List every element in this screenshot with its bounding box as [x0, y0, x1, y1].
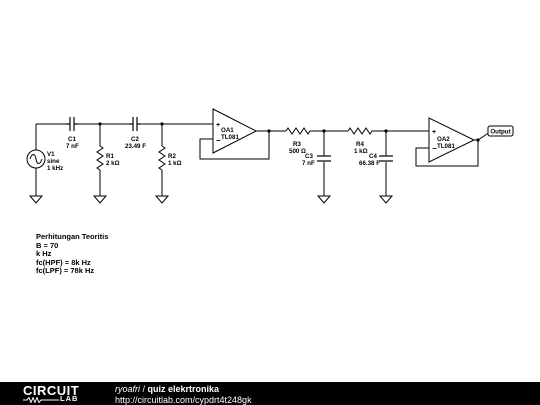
r3-value: 500 Ω [289, 148, 306, 155]
c2-name: C2 [131, 136, 139, 143]
v1-type: sine [47, 158, 60, 165]
footer-bar: CIRCUIT LAB ryoafri / quiz elekrtronika … [0, 382, 540, 405]
circuitlab-logo[interactable]: CIRCUIT [23, 383, 80, 398]
junction-dot [322, 129, 326, 133]
author-name[interactable]: ryoafri [115, 384, 141, 394]
circuit-title[interactable]: quiz elekrtronika [147, 384, 220, 394]
c3-value: 7 nF [302, 160, 315, 167]
r2-value: 1 kΩ [168, 160, 182, 167]
svg-text:+: + [432, 129, 436, 136]
ground-icon [316, 195, 332, 204]
opamp-oa2[interactable]: + − [428, 117, 476, 163]
circuit-url[interactable]: http://circuitlab.com/cypdrt4t248gk [115, 395, 252, 405]
r4-value: 1 kΩ [354, 148, 368, 155]
svg-text:−: − [432, 144, 437, 153]
r4-name: R4 [356, 141, 364, 148]
r1-value: 2 kΩ [106, 160, 120, 167]
ground-icon [154, 195, 170, 204]
c1-name: C1 [68, 136, 76, 143]
wire-oa1-feedback [199, 131, 270, 160]
resistor-r2[interactable] [158, 145, 166, 171]
notes-line: fc(HPF) = 8k Hz [36, 257, 91, 267]
r3-name: R3 [293, 141, 301, 148]
junction-dot [384, 129, 388, 133]
capacitor-c4[interactable] [379, 155, 393, 162]
author-title: ryoafri / quiz elekrtronika [115, 384, 219, 394]
r2-name: R2 [168, 153, 176, 160]
c4-name: C4 [369, 153, 377, 160]
oa1-model: TL081 [221, 134, 239, 141]
notes-line: fc(LPF) = 78k Hz [36, 266, 95, 276]
schematic-canvas: + − + − Output C1 7 nF C2 23.49 F R1 2 k… [26, 108, 514, 204]
junction-dot [98, 122, 102, 126]
resistor-r1[interactable] [96, 145, 104, 171]
notes-line: B = 70 [36, 240, 59, 250]
notes-title: Perhitungan Teoritis [36, 232, 109, 241]
junction-dot [267, 129, 271, 133]
oa1-name: OA1 [221, 127, 234, 134]
svg-text:−: − [216, 136, 221, 145]
c3-name: C3 [305, 153, 313, 160]
v1-name: V1 [47, 151, 55, 158]
capacitor-c1[interactable] [66, 117, 78, 131]
notes-line: k Hz [36, 249, 52, 259]
wire-oa2-feedback [415, 140, 479, 167]
output-label[interactable]: Output [487, 125, 514, 137]
junction-dot [476, 138, 480, 142]
calculation-notes: Perhitungan Teoritis B = 70 k Hz fc(HPF)… [36, 232, 109, 276]
capacitor-c3[interactable] [317, 155, 331, 162]
oa2-name: OA2 [437, 136, 450, 143]
ground-icon [92, 195, 108, 204]
r1-name: R1 [106, 153, 114, 160]
c4-value: 66.38 F [359, 160, 380, 167]
title-separator: / [140, 384, 148, 394]
c1-value: 7 nF [66, 143, 79, 150]
v1-value: 1 kHz [47, 165, 63, 172]
circuitlab-logo-sub: LAB [60, 394, 79, 403]
opamp-oa1[interactable]: + − [212, 108, 258, 154]
waveform-icon [23, 397, 59, 403]
ground-icon [28, 195, 44, 204]
capacitor-c2[interactable] [129, 117, 141, 131]
ground-icon [378, 195, 394, 204]
resistor-r3[interactable] [285, 127, 312, 135]
svg-text:+: + [216, 122, 220, 129]
resistor-r4[interactable] [347, 127, 374, 135]
junction-dot [160, 122, 164, 126]
voltage-source-v1[interactable] [26, 149, 46, 169]
c2-value: 23.49 F [125, 143, 146, 150]
oa2-model: TL081 [437, 143, 455, 150]
svg-text:Output: Output [490, 129, 510, 136]
